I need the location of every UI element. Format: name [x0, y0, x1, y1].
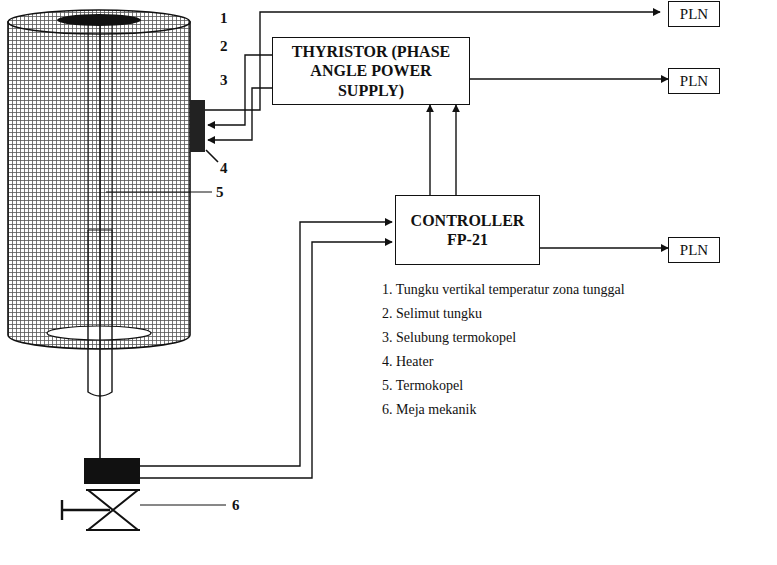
- signal-wire: [140, 242, 392, 478]
- box-text: PLN: [680, 5, 708, 23]
- table-handle: [62, 500, 110, 520]
- furnace-body: [8, 22, 190, 349]
- box-text: CONTROLLER FP-21: [402, 211, 533, 249]
- key-text: 6. Meja mekanik: [382, 402, 476, 417]
- supply-wire: [205, 12, 660, 110]
- leader-line: [206, 150, 218, 162]
- connector-arrow: [429, 105, 430, 195]
- supply-box: PLN: [668, 68, 720, 94]
- connector-arrow: [455, 105, 456, 195]
- callout-number: 5: [216, 184, 224, 201]
- box-text: PLN: [680, 72, 708, 90]
- callout-number: 1: [220, 10, 228, 27]
- connector-arrow: [470, 78, 668, 79]
- thermocouple-head: [84, 458, 140, 484]
- callout-number: 3: [220, 72, 228, 89]
- controller-box: CONTROLLER FP-21: [395, 195, 540, 265]
- leader-line: [140, 505, 226, 506]
- leader-line: [106, 192, 212, 193]
- thermocouple: [99, 26, 101, 458]
- supply-box: PLN: [668, 1, 720, 27]
- power-wire: [208, 55, 272, 125]
- furnace-top: [8, 10, 190, 34]
- connector-arrow: [540, 247, 668, 248]
- callout-number: 6: [232, 497, 240, 514]
- heater: [190, 100, 205, 152]
- box-text: PLN: [680, 241, 708, 259]
- key-text: 1. Tungku vertikal temperatur zona tungg…: [382, 282, 625, 297]
- furnace-bottom-opening: [47, 326, 151, 340]
- supply-box: PLN: [668, 237, 720, 263]
- key-text: 2. Selimut tungku: [382, 306, 482, 321]
- key-text: 4. Heater: [382, 354, 433, 369]
- thyristor-box: THYRISTOR (PHASE ANGLE POWER SUPPLY): [272, 37, 470, 105]
- callout-number: 4: [220, 160, 228, 177]
- signal-wire: [140, 222, 392, 466]
- power-wire: [208, 88, 272, 140]
- key-text: 3. Selubung termokopel: [382, 330, 516, 345]
- key-text: 5. Termokopel: [382, 378, 463, 393]
- callout-number: 2: [220, 38, 228, 55]
- box-text: THYRISTOR (PHASE ANGLE POWER SUPPLY): [279, 42, 463, 100]
